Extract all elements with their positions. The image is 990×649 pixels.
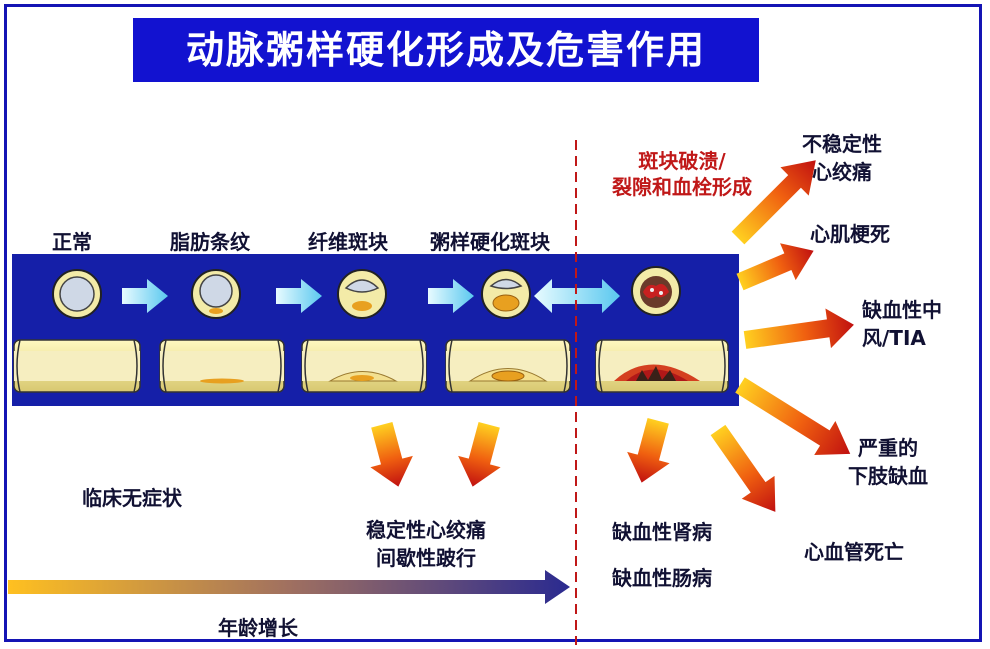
progression-arrow-2 <box>276 279 322 313</box>
vessel-segment-normal <box>13 339 141 393</box>
cross-section-fibrous-plaque <box>337 269 387 319</box>
outcome-unstable-angina-line-2: 心绞痛 <box>812 160 872 184</box>
vessel-segment-atheroma <box>445 339 571 393</box>
rupture-line-2: 裂隙和血栓形成 <box>612 175 752 199</box>
stage-label-normal: 正常 <box>52 230 92 254</box>
outcome-arrow-stroke <box>743 308 854 349</box>
outcome-stroke-line-2: 风/TIA <box>862 326 926 350</box>
outer-frame <box>4 4 982 642</box>
outcome-arrow-mi <box>736 243 814 291</box>
progression-arrow-3 <box>428 279 474 313</box>
cross-section-rupture <box>631 266 681 316</box>
outcome-unstable-angina-line-1: 不稳定性 <box>802 132 882 156</box>
rupture-label: 斑块破溃/ 裂隙和血栓形成 <box>612 148 752 200</box>
stable-outcomes-label: 稳定性心绞痛 间歇性跛行 <box>366 516 486 572</box>
cross-section-atheroma <box>481 269 531 319</box>
outcome-cv-death: 心血管死亡 <box>804 540 904 564</box>
down-arrow-stable-2 <box>458 421 501 487</box>
stage-label-fibrous-plaque: 纤维斑块 <box>308 230 388 254</box>
outcome-mi: 心肌梗死 <box>810 222 890 246</box>
vessel-segment-fibrous-plaque <box>301 339 427 393</box>
age-axis-label: 年龄增长 <box>218 616 298 640</box>
page-title: 动脉粥样硬化形成及危害作用 <box>133 18 759 82</box>
outcome-unstable-angina: 不稳定性 心绞痛 <box>802 130 882 186</box>
down-arrow-lower <box>627 417 670 483</box>
outcome-stroke-line-1: 缺血性中 <box>862 298 942 322</box>
outcome-limb-ischemia: 严重的 下肢缺血 <box>848 434 928 490</box>
vessel-segment-fatty-streak <box>159 339 285 393</box>
outcome-ischemic-bowel: 缺血性肠病 <box>612 566 712 590</box>
outcome-arrow-unstable-angina <box>731 160 816 245</box>
vessel-segment-rupture <box>595 339 729 393</box>
cross-section-normal <box>52 269 102 319</box>
age-axis-arrow <box>8 570 570 604</box>
rupture-line-1: 斑块破溃/ <box>638 149 726 173</box>
stable-outcome-line-1: 稳定性心绞痛 <box>366 518 486 542</box>
stable-outcome-line-2: 间歇性跛行 <box>376 546 476 570</box>
outcome-limb-ischemia-line-2: 下肢缺血 <box>848 464 928 488</box>
asymptomatic-label: 临床无症状 <box>82 486 182 510</box>
cross-section-fatty-streak <box>191 269 241 319</box>
stage-label-fatty-streak: 脂肪条纹 <box>170 230 250 254</box>
outcome-limb-ischemia-line-1: 严重的 <box>858 436 918 460</box>
outcome-arrow-cv-death <box>710 424 776 512</box>
progression-arrow-1 <box>122 279 168 313</box>
progression-arrow-double <box>534 279 620 313</box>
down-arrow-stable-1 <box>370 421 413 487</box>
outcome-stroke: 缺血性中 风/TIA <box>862 296 942 352</box>
stage-label-atheroma: 粥样硬化斑块 <box>430 230 550 254</box>
outcome-arrow-limb <box>735 377 851 455</box>
outcome-ischemic-nephropathy: 缺血性肾病 <box>612 520 712 544</box>
